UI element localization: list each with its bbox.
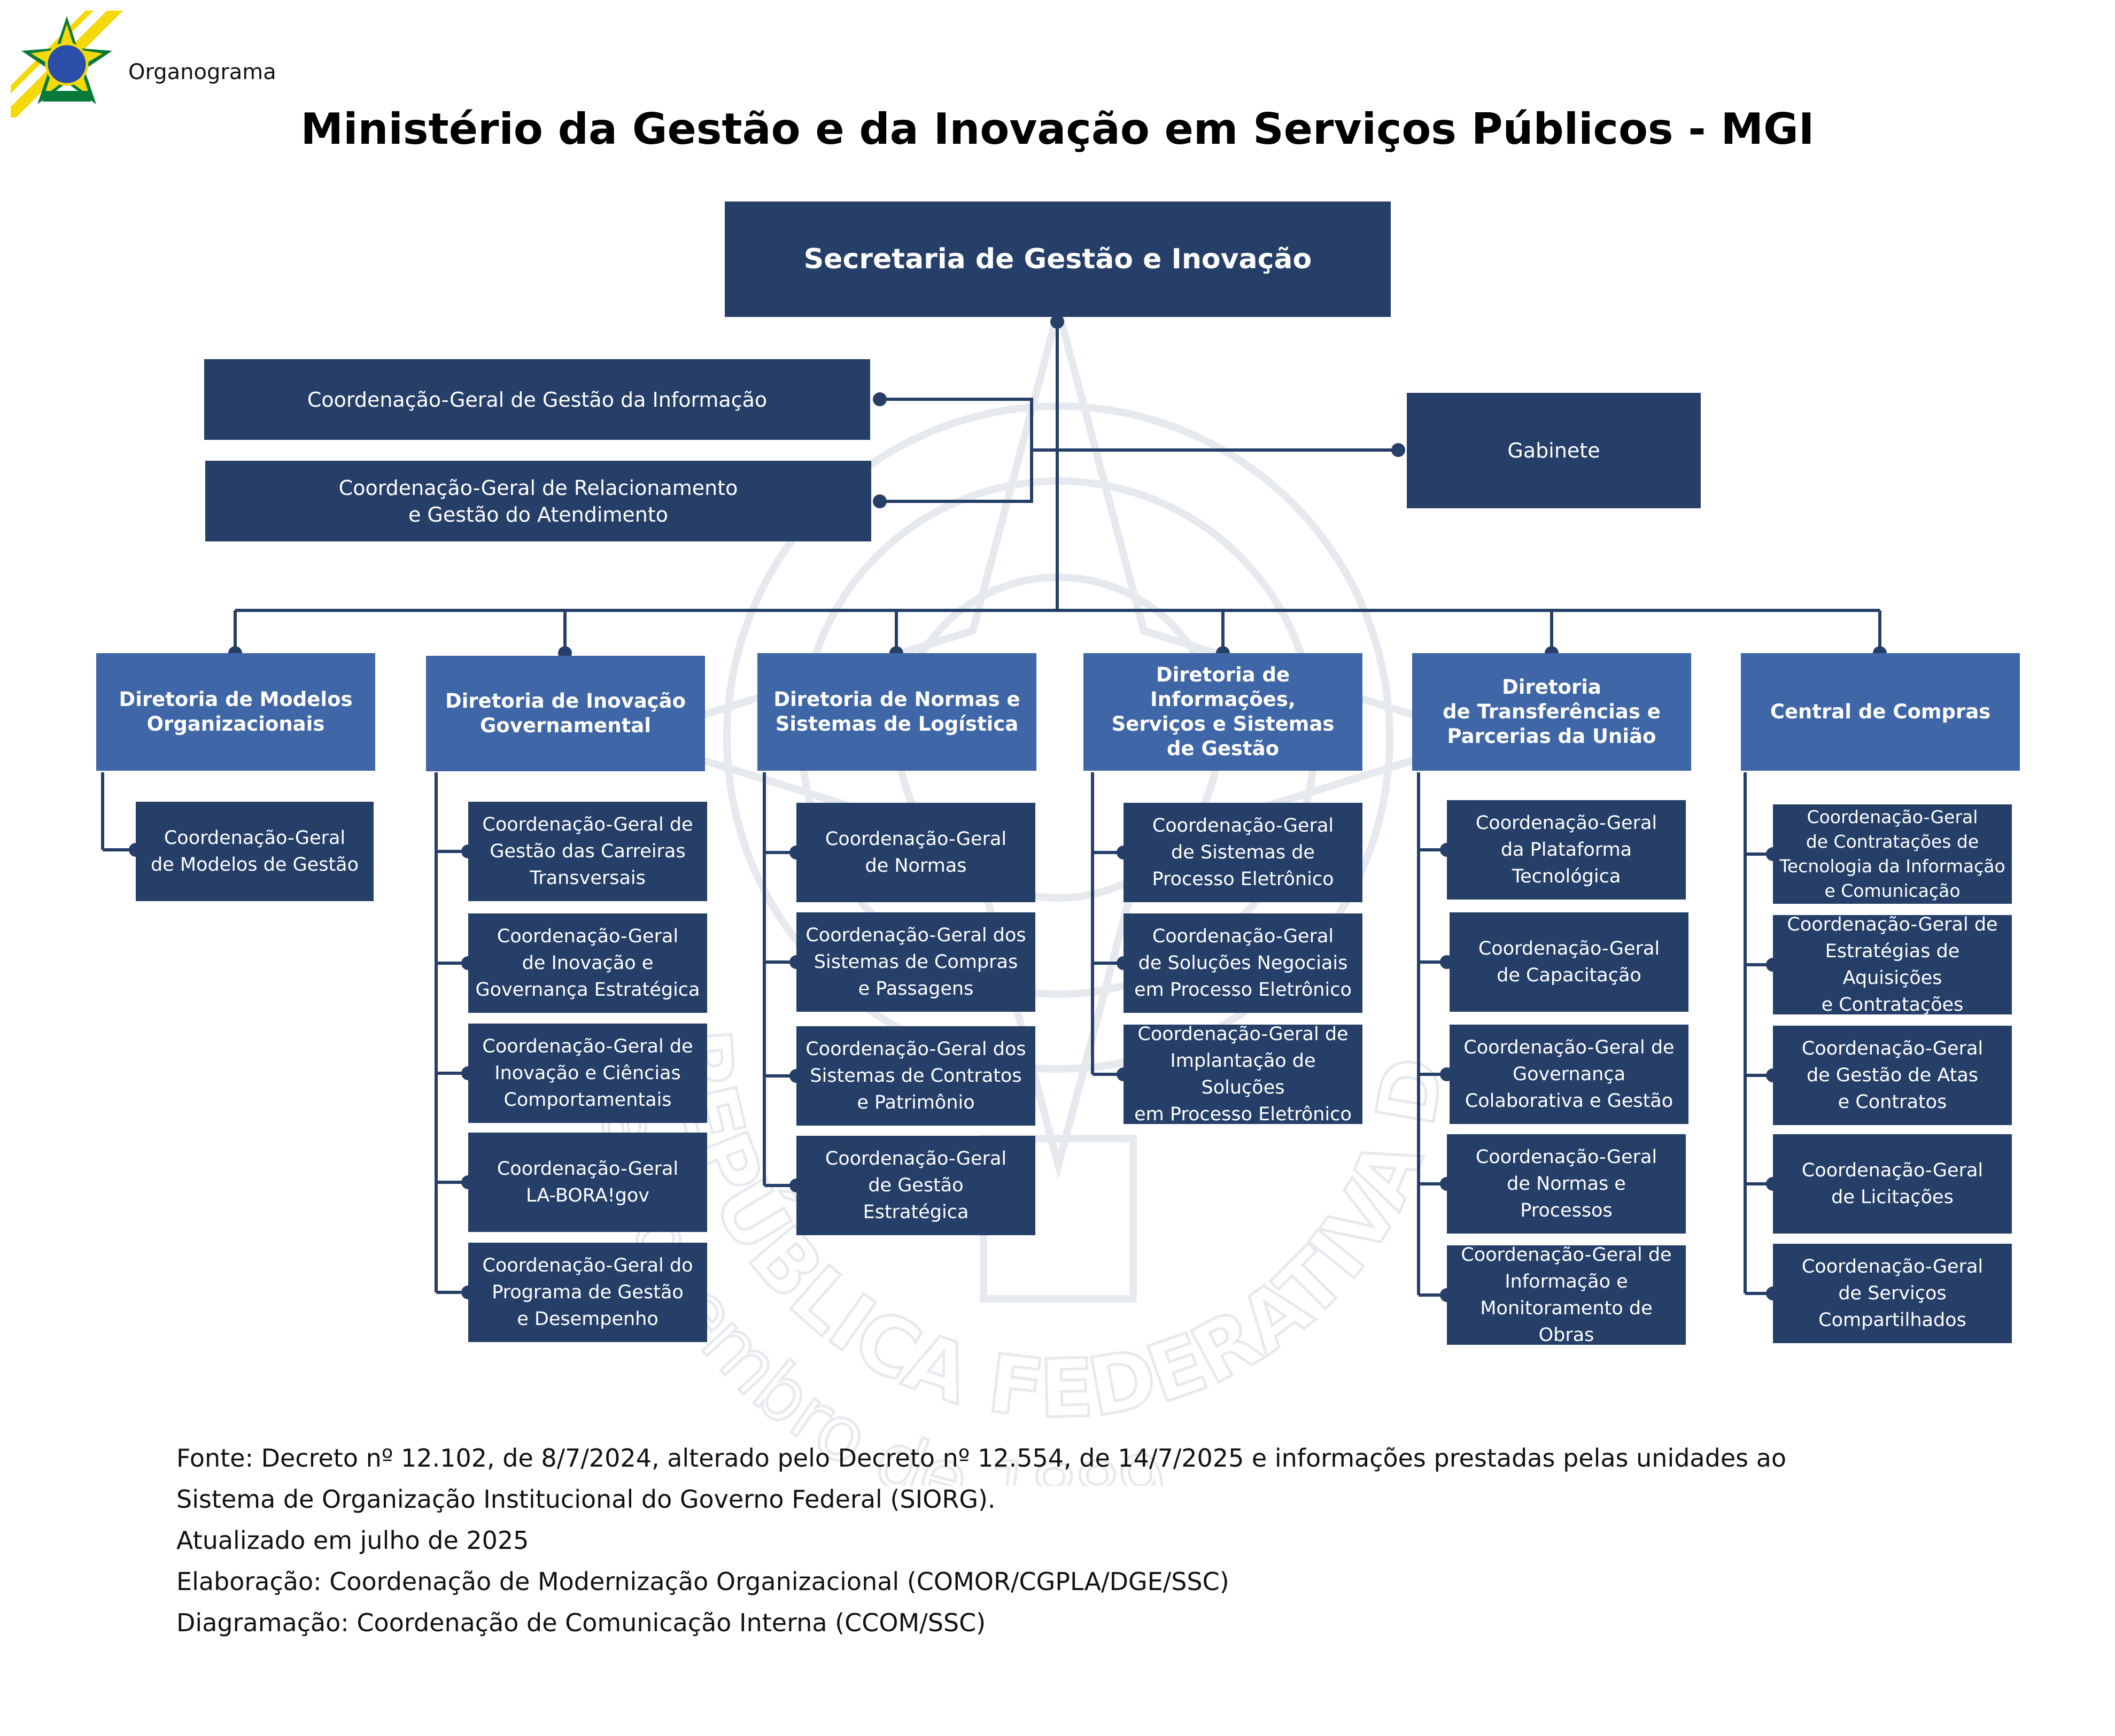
directorate-box-2: Diretoria de Inovação Governamental — [426, 656, 705, 771]
unit-box: Coordenação-Geral de Estratégias de Aqui… — [1773, 914, 2012, 1016]
unit-box: Coordenação-Geral de Informação e Monito… — [1447, 1244, 1686, 1346]
footer-notes: Fonte: Decreto nº 12.102, de 8/7/2024, a… — [176, 1438, 1786, 1644]
directorate-box-6: Central de Compras — [1741, 653, 2020, 771]
unit-box: Coordenação-Geral de Normas — [796, 803, 1035, 902]
unit-box: Coordenação-Geral de Inovação e Governan… — [468, 913, 707, 1013]
staff-left-box-1: Coordenação-Geral de Gestão da Informaçã… — [204, 359, 870, 440]
unit-box: Coordenação-Geral de Implantação de Solu… — [1124, 1024, 1362, 1125]
unit-box: Coordenação-Geral de Gestão das Carreira… — [468, 802, 707, 901]
staff-left-box-2: Coordenação-Geral de Relacionamento e Ge… — [205, 461, 871, 541]
unit-box: Coordenação-Geral de Contratações de Tec… — [1773, 804, 2012, 904]
unit-box: Coordenação-Geral de Normas e Processos — [1447, 1134, 1686, 1234]
footer-updated: Atualizado em julho de 2025 — [176, 1526, 529, 1555]
unit-box: Coordenação-Geral do Programa de Gestão … — [468, 1243, 707, 1342]
footer-source-line-1: Fonte: Decreto nº 12.102, de 8/7/2024, a… — [176, 1444, 1787, 1472]
unit-box: Coordenação-Geral de Licitações — [1773, 1134, 2012, 1234]
org-top-box: Secretaria de Gestão e Inovação — [725, 201, 1391, 317]
unit-box: Coordenação-Geral de Capacitação — [1450, 912, 1688, 1012]
unit-box: Coordenação-Geral LA-BORA!gov — [468, 1133, 707, 1232]
unit-box: Coordenação-Geral de Modelos de Gestão — [136, 802, 374, 901]
directorate-box-1: Diretoria de Modelos Organizacionais — [96, 653, 375, 771]
directorate-box-5: Diretoria de Transferências e Parcerias … — [1412, 653, 1691, 771]
unit-box: Coordenação-Geral de Sistemas de Process… — [1124, 803, 1362, 902]
unit-box: Coordenação-Geral de Gestão de Atas e Co… — [1773, 1026, 2012, 1125]
unit-box: Coordenação-Geral de Gestão Estratégica — [796, 1136, 1035, 1235]
section-label: Organograma — [128, 60, 276, 84]
directorate-box-3: Diretoria de Normas e Sistemas de Logíst… — [757, 653, 1036, 771]
directorate-box-4: Diretoria de Informações, Serviços e Sis… — [1083, 653, 1362, 771]
footer-diagramming: Diagramação: Coordenação de Comunicação … — [176, 1608, 986, 1637]
footer-source-line-2: Sistema de Organização Institucional do … — [176, 1485, 996, 1514]
staff-right-box: Gabinete — [1407, 393, 1701, 508]
unit-box: Coordenação-Geral de Soluções Negociais … — [1124, 913, 1362, 1013]
unit-box: Coordenação-Geral de Serviços Compartilh… — [1773, 1244, 2012, 1343]
unit-box: Coordenação-Geral de Inovação e Ciências… — [468, 1024, 707, 1123]
footer-elaboration: Elaboração: Coordenação de Modernização … — [176, 1567, 1229, 1596]
coat-of-arms-logo — [11, 11, 123, 118]
unit-box: Coordenação-Geral dos Sistemas de Contra… — [796, 1026, 1035, 1126]
unit-box: Coordenação-Geral de Governança Colabora… — [1450, 1025, 1688, 1124]
unit-box: Coordenação-Geral dos Sistemas de Compra… — [796, 912, 1035, 1012]
unit-box: Coordenação-Geral da Plataforma Tecnológ… — [1447, 800, 1686, 900]
page-title: Ministério da Gestão e da Inovação em Se… — [300, 104, 1815, 154]
